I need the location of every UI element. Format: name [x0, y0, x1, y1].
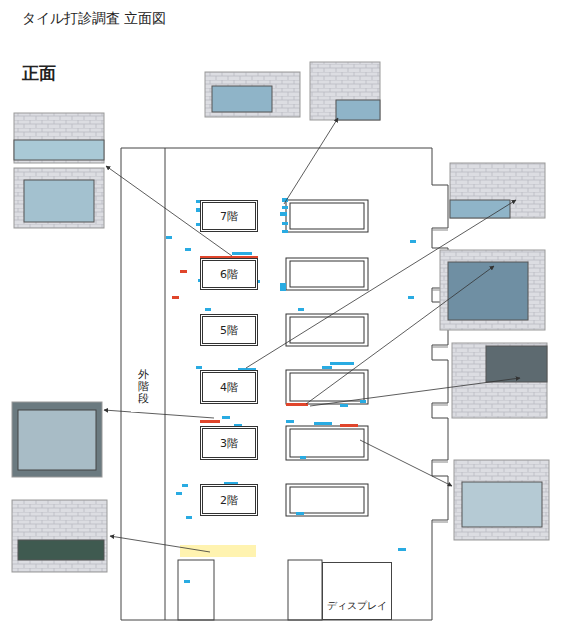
window-box: 7階 [200, 200, 258, 232]
window-box: 2階 [200, 484, 258, 516]
node-label: 4階 [220, 380, 238, 395]
defect-mark-red [172, 256, 358, 427]
node-label: 3階 [220, 436, 238, 451]
site-photo [12, 62, 549, 572]
building-outline [121, 148, 448, 620]
window-box: 4階 [200, 370, 258, 404]
sign-area [180, 545, 256, 557]
page-title: タイル打診調査 立面図 [22, 10, 166, 28]
leader-arrow [104, 118, 520, 552]
stair-band: 外階段 [131, 362, 155, 412]
node-label: 5階 [220, 323, 238, 338]
window [286, 200, 368, 516]
node-label: ディスプレイ [327, 599, 387, 613]
stair-label: 外階段 [138, 369, 149, 405]
window-box: 6階 [200, 258, 258, 290]
node-label: 2階 [220, 493, 238, 508]
defect-mark-blue [166, 198, 416, 583]
view-label: 正面 [22, 62, 56, 85]
window-box: 3階 [200, 426, 258, 460]
node-label: 6階 [220, 267, 238, 282]
window-box: 5階 [200, 314, 258, 346]
node-label: 7階 [220, 209, 238, 224]
display-box: ディスプレイ [322, 562, 392, 620]
